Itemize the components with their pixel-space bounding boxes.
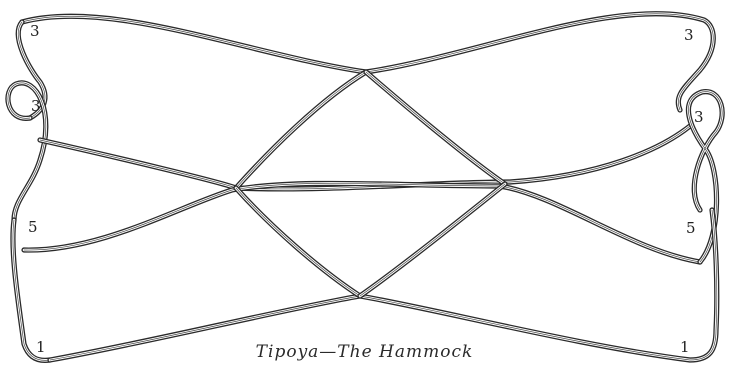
strand-middle-band-upper <box>40 126 690 189</box>
strand-top-arc <box>22 14 713 110</box>
strand-middle-band-upper <box>40 126 690 189</box>
label-left-mid: 3 <box>31 97 41 115</box>
strand-top-arc <box>22 14 713 110</box>
label-right-mid: 3 <box>694 108 704 126</box>
label-left-lower: 5 <box>28 218 38 236</box>
label-right-lower: 5 <box>686 219 696 237</box>
strand-diamond-upper-left <box>236 72 366 188</box>
string-loops <box>8 14 722 361</box>
strand-diamond-upper-left <box>236 72 366 188</box>
strand-top-arc <box>22 14 713 110</box>
figure-caption: Tipoya—The Hammock <box>0 342 729 362</box>
strand-middle-band-upper <box>40 126 690 189</box>
strand-middle-band-lower <box>24 183 700 262</box>
strand-diamond-upper-left <box>236 72 366 188</box>
label-left-top: 3 <box>30 22 40 40</box>
label-right-top: 3 <box>684 26 694 44</box>
strand-diamond-lower-left <box>236 188 360 296</box>
strand-diamond-lower-right <box>360 184 505 296</box>
